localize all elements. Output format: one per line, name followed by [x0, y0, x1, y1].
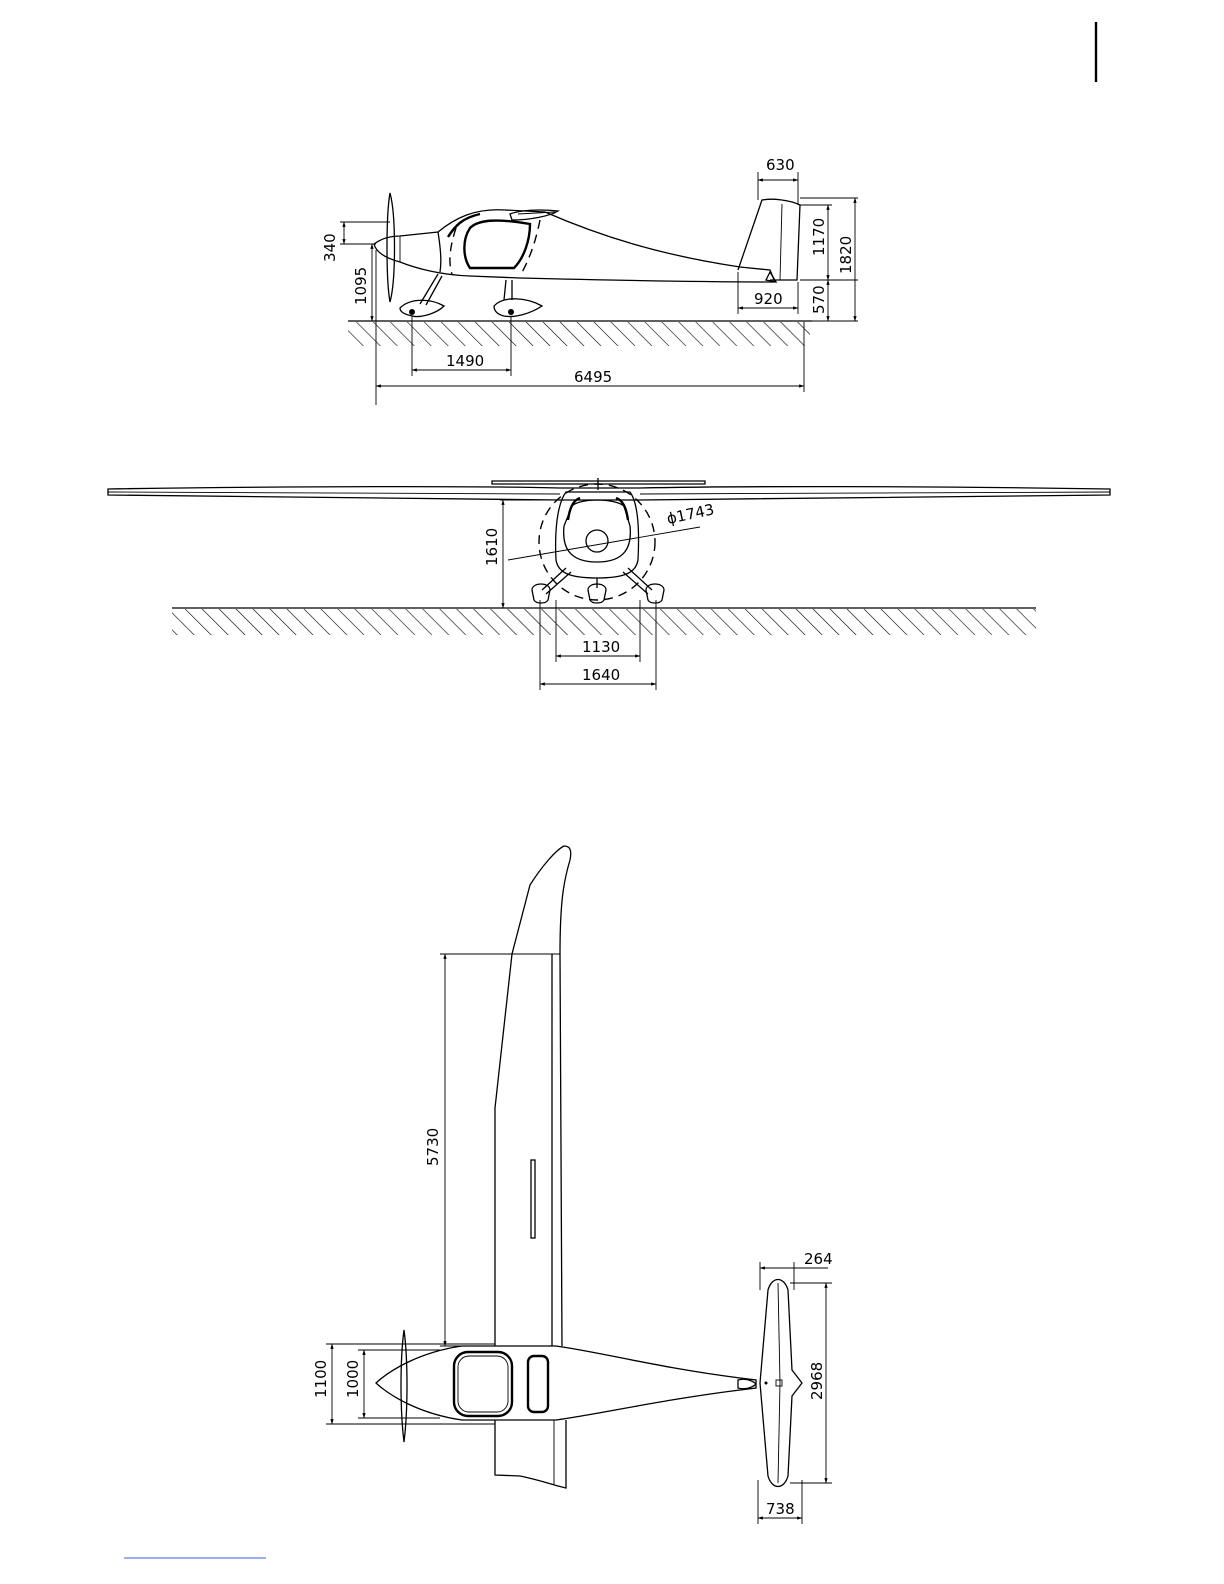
front-view: 1610 ϕ1743 1130 1640 — [108, 478, 1110, 690]
fuselage-front — [508, 492, 700, 578]
dim-2968-label: 2968 — [808, 1362, 826, 1400]
dim-1000-label: 1000 — [344, 1360, 362, 1398]
propeller-side — [387, 193, 395, 302]
wing-top — [495, 846, 571, 1488]
wing-front — [108, 487, 1110, 500]
top-view: 5730 264 2968 738 1100 — [312, 846, 833, 1524]
dim-738-label: 738 — [766, 1500, 795, 1518]
propeller-top — [401, 1330, 407, 1442]
dimension-1820: 1820 — [800, 198, 858, 321]
dimension-340: 340 — [321, 222, 390, 262]
ground-hatch-front — [172, 608, 1036, 635]
prop-diameter-label: ϕ1743 — [665, 500, 716, 528]
dim-1490-label: 1490 — [446, 352, 484, 370]
nose-gear-side — [400, 274, 444, 317]
dim-630-label: 630 — [766, 156, 795, 174]
dim-1100-label: 1100 — [312, 1360, 330, 1398]
dimension-570: 570 — [810, 280, 828, 321]
dim-5730-label: 5730 — [424, 1128, 442, 1166]
dim-1820-label: 1820 — [837, 236, 855, 274]
dimension-5730: 5730 — [424, 954, 512, 1346]
dimension-630: 630 — [758, 156, 798, 205]
landing-gear-front — [532, 568, 664, 603]
dimension-1095: 1095 — [352, 244, 372, 321]
horizontal-tail-top — [760, 1280, 802, 1487]
dim-1170-label: 1170 — [810, 218, 828, 256]
dim-1130-label: 1130 — [582, 638, 620, 656]
dimension-2968: 2968 — [790, 1283, 832, 1483]
dimension-1000: 1000 — [344, 1350, 440, 1418]
main-gear-side — [494, 280, 542, 317]
fuselage-top — [376, 1346, 756, 1420]
dimension-920: 920 — [738, 272, 798, 314]
dim-264-label: 264 — [804, 1250, 833, 1268]
dim-1610-label: 1610 — [483, 528, 501, 566]
dim-1640-label: 1640 — [582, 666, 620, 684]
dim-920-label: 920 — [754, 290, 783, 308]
side-view: 630 1170 1820 570 920 340 — [321, 156, 858, 405]
dim-340-label: 340 — [321, 233, 339, 262]
fuselage-side — [374, 210, 775, 282]
dim-1095-label: 1095 — [352, 267, 370, 305]
dim-570-label: 570 — [810, 285, 828, 314]
ground-hatch — [348, 321, 812, 346]
dim-6495-label: 6495 — [574, 368, 612, 386]
